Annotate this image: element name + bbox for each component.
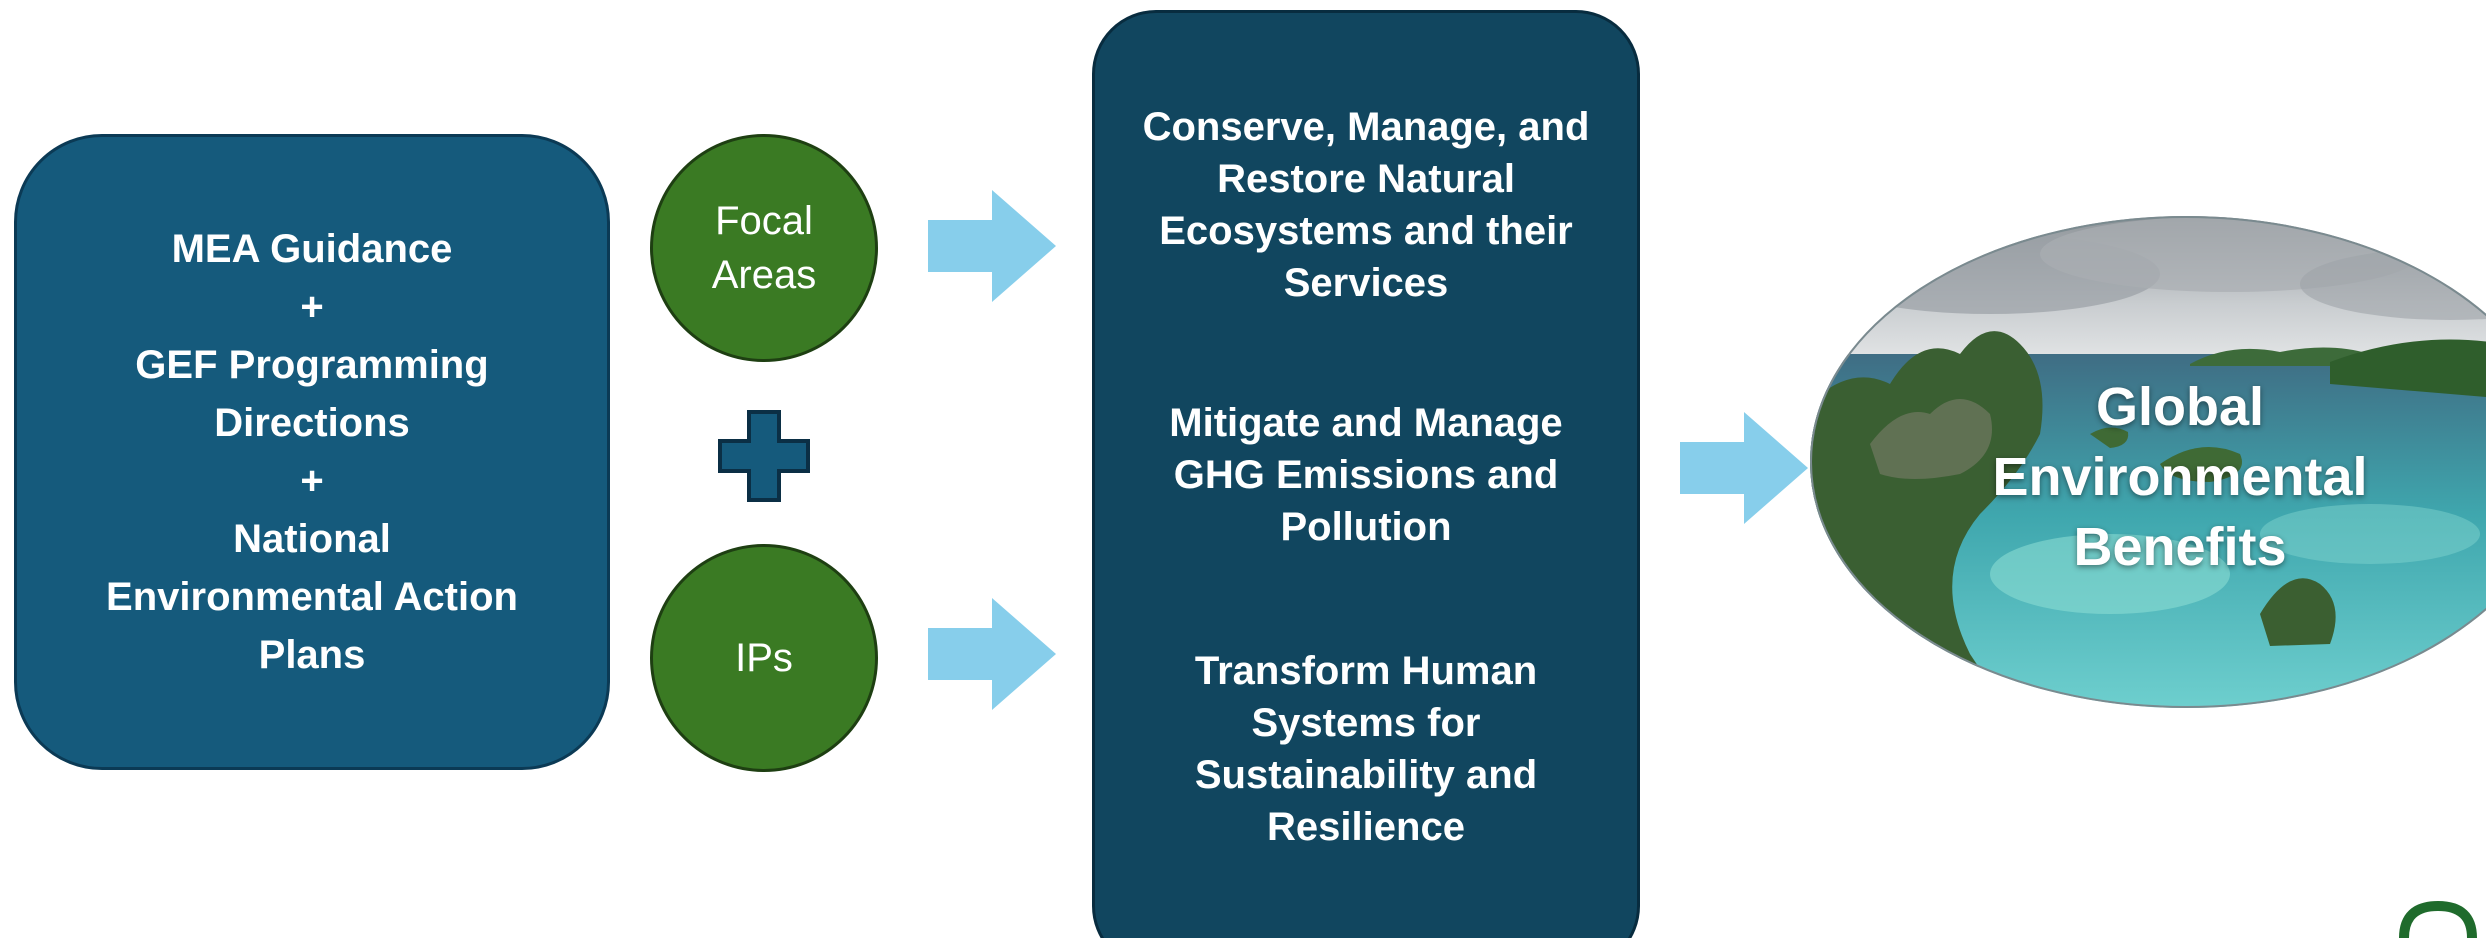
focal-areas-circle: Focal Areas bbox=[650, 134, 878, 362]
inputs-line: National bbox=[233, 517, 391, 561]
outcome-line: Benefits bbox=[2073, 517, 2287, 577]
inputs-box: MEA Guidance + GEF Programming Direction… bbox=[14, 134, 610, 770]
inputs-line: Environmental Action bbox=[106, 575, 518, 619]
ips-circle: IPs bbox=[650, 544, 878, 772]
objective-line: Restore Natural bbox=[1217, 157, 1515, 201]
objective-line: GHG Emissions and bbox=[1173, 453, 1559, 497]
objective-line: Services bbox=[1283, 261, 1449, 305]
objective-mitigate: Mitigate and Manage GHG Emissions and Po… bbox=[1095, 397, 1637, 553]
inputs-line: + bbox=[300, 285, 324, 329]
inputs-line: Directions bbox=[214, 401, 410, 445]
plus-icon bbox=[718, 410, 810, 502]
objective-line: Systems for bbox=[1251, 701, 1481, 745]
objective-line: Resilience bbox=[1267, 805, 1465, 849]
arrow-right-icon bbox=[928, 190, 1056, 302]
focal-areas-line: Focal bbox=[715, 199, 813, 243]
objective-line: Transform Human bbox=[1194, 649, 1538, 693]
objective-line: Sustainability and bbox=[1194, 753, 1538, 797]
arrow-right-icon bbox=[928, 598, 1056, 710]
logo-mark bbox=[2399, 900, 2477, 938]
inputs-line: Plans bbox=[258, 633, 366, 677]
objectives-box: Conserve, Manage, and Restore Natural Ec… bbox=[1092, 10, 1640, 938]
objective-line: Pollution bbox=[1280, 505, 1452, 549]
inputs-line: GEF Programming bbox=[135, 343, 489, 387]
inputs-line: + bbox=[300, 459, 324, 503]
objective-conserve: Conserve, Manage, and Restore Natural Ec… bbox=[1095, 101, 1637, 309]
ips-label: IPs bbox=[735, 636, 793, 680]
arrow-right-icon bbox=[1680, 412, 1808, 524]
island-photo bbox=[1810, 216, 2486, 708]
focal-areas-line: Areas bbox=[711, 253, 817, 297]
objective-transform: Transform Human Systems for Sustainabili… bbox=[1095, 645, 1637, 853]
outcome-line: Environmental bbox=[1992, 447, 2368, 507]
objective-line: Ecosystems and their bbox=[1159, 209, 1573, 253]
objective-line: Mitigate and Manage bbox=[1169, 401, 1563, 445]
objective-line: Conserve, Manage, and bbox=[1142, 105, 1590, 149]
outcome-label: Global Environmental Benefits bbox=[1940, 372, 2420, 582]
inputs-line: MEA Guidance bbox=[171, 227, 453, 271]
outcome-line: Global bbox=[2095, 377, 2264, 437]
